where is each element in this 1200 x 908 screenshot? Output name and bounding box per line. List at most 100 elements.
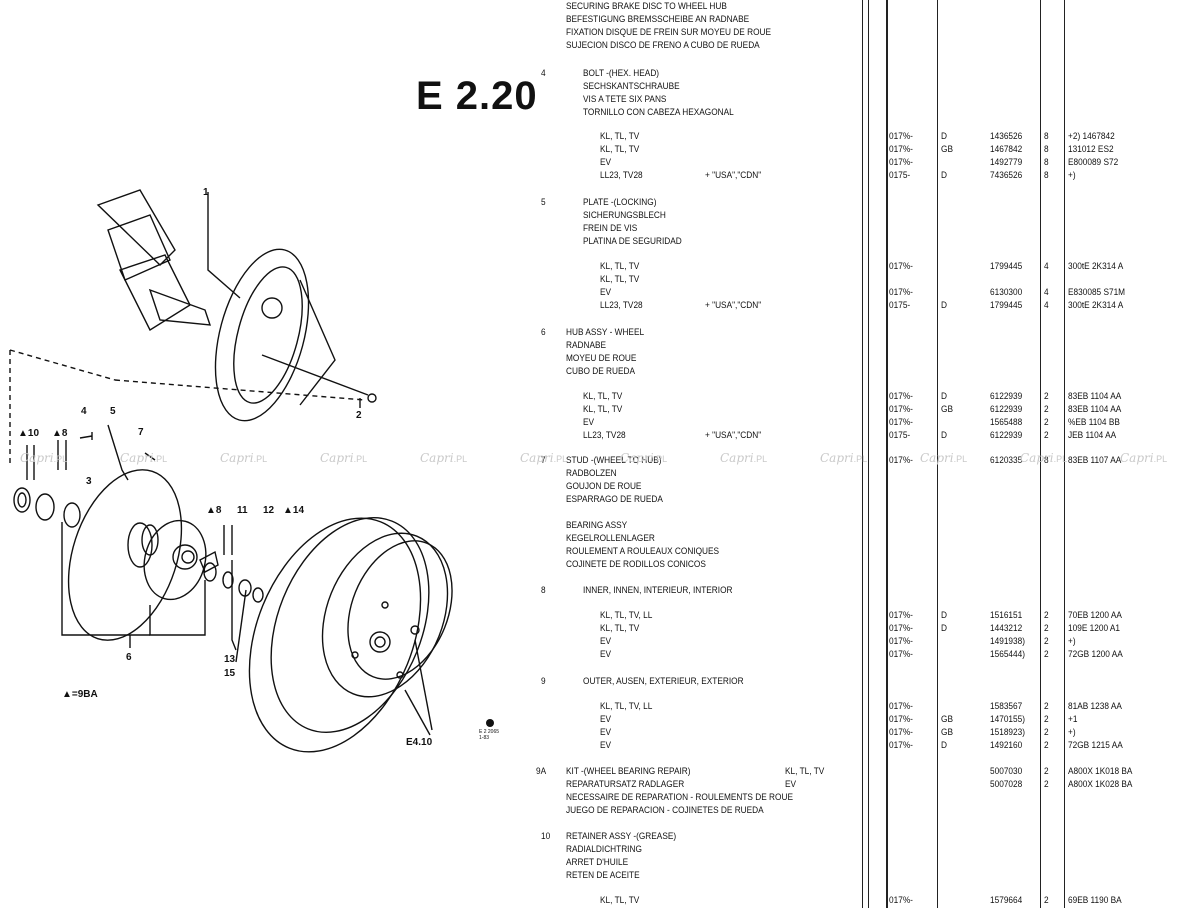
- item-number: 7: [541, 455, 546, 465]
- callout-4: 4: [81, 406, 87, 417]
- column-rule: [937, 0, 938, 908]
- production-date: 017%-: [889, 455, 913, 465]
- reference-number: 109E 1200 A1: [1068, 623, 1121, 633]
- item-number: 6: [541, 327, 546, 337]
- watermark-brand: Capri: [420, 451, 454, 465]
- watermark-brand: Capri: [1020, 451, 1054, 465]
- watermark: Capri.PL: [920, 451, 967, 465]
- model-applicability: KL, TL, TV: [583, 391, 623, 401]
- watermark-suffix: .PL: [253, 454, 268, 464]
- part-description: SICHERUNGSBLECH: [583, 210, 666, 220]
- reference-number: 300tE 2K314 A: [1068, 261, 1124, 271]
- model-applicability: EV: [600, 727, 612, 737]
- part-description: CUBO DE RUEDA: [566, 366, 636, 376]
- watermark-suffix: .PL: [653, 454, 668, 464]
- part-number: 1583567: [990, 701, 1023, 711]
- callout-12: 12: [263, 505, 275, 516]
- production-date: 017%-: [889, 287, 913, 297]
- part-description: NECESSAIRE DE REPARATION - ROULEMENTS DE…: [566, 792, 793, 802]
- exploded-view-diagram: 1 2 3 4 5 6 7 ▲8 ▲10 ▲8 11 12 ▲14 13 15 …: [9, 187, 494, 753]
- part-description: ESPARRAGO DE RUEDA: [566, 494, 663, 504]
- item-number: 9: [541, 676, 546, 686]
- callout-1: 1: [203, 187, 209, 198]
- part-description: ROULEMENT A ROULEAUX CONIQUES: [566, 546, 720, 556]
- model-applicability: LL23, TV28: [600, 170, 643, 180]
- part-number: 6120335: [990, 455, 1023, 465]
- part-description: STUD -(WHEEL TO HUB): [566, 455, 662, 465]
- quantity: 2: [1044, 895, 1049, 905]
- part-number: 5007030: [990, 766, 1023, 776]
- part-description: REPARATURSATZ RADLAGER: [566, 779, 685, 789]
- quantity: 2: [1044, 649, 1049, 659]
- quantity: 2: [1044, 636, 1049, 646]
- part-number: 1565488: [990, 417, 1023, 427]
- production-date: 0175-: [889, 300, 911, 310]
- reference-number: 72GB 1215 AA: [1068, 740, 1123, 750]
- reference-number: +): [1068, 636, 1076, 646]
- watermark: Capri.PL: [820, 451, 867, 465]
- reference-number: A800X 1K018 BA: [1068, 766, 1133, 776]
- callout-6: 6: [126, 652, 132, 663]
- production-date: 017%-: [889, 404, 913, 414]
- region-code: GB: [941, 714, 953, 724]
- figure-legend: ▲=9BA: [62, 689, 98, 700]
- reference-number: +1: [1068, 714, 1078, 724]
- watermark-suffix: .PL: [953, 454, 968, 464]
- part-number: 1579664: [990, 895, 1023, 905]
- part-description: PLATINA DE SEGURIDAD: [583, 236, 682, 246]
- model-applicability: LL23, TV28: [583, 430, 626, 440]
- part-number: 1443212: [990, 623, 1023, 633]
- part-number: 7436526: [990, 170, 1023, 180]
- quantity: 8: [1044, 170, 1049, 180]
- production-date: 017%-: [889, 144, 913, 154]
- watermark-suffix: .PL: [1053, 454, 1068, 464]
- part-description: VIS A TETE SIX PANS: [583, 94, 667, 104]
- part-description: INNER, INNEN, INTERIEUR, INTERIOR: [583, 585, 733, 595]
- watermark-brand: Capri: [520, 451, 554, 465]
- quantity: 2: [1044, 391, 1049, 401]
- figure-code-line: 1-83: [479, 735, 490, 741]
- quantity: 4: [1044, 261, 1049, 271]
- part-description: BEARING ASSY: [566, 520, 628, 530]
- item-number: 8: [541, 585, 546, 595]
- watermark-brand: Capri: [20, 451, 54, 465]
- item-number: 10: [541, 831, 551, 841]
- quantity: 8: [1044, 455, 1049, 465]
- part-number: 6122939: [990, 391, 1023, 401]
- model-applicability: KL, TL, TV, LL: [600, 610, 653, 620]
- part-number: 1799445: [990, 300, 1023, 310]
- callout-15: 15: [224, 668, 236, 679]
- reference-number: 81AB 1238 AA: [1068, 701, 1122, 711]
- model-applicability: EV: [600, 636, 612, 646]
- section-heading: FIXATION DISQUE DE FREIN SUR MOYEU DE RO…: [566, 27, 772, 37]
- production-date: 017%-: [889, 636, 913, 646]
- watermark-brand: Capri: [620, 451, 654, 465]
- item-number: 9A: [536, 766, 547, 776]
- quantity: 2: [1044, 714, 1049, 724]
- watermark: Capri.PL: [620, 451, 667, 465]
- part-description: MOYEU DE ROUE: [566, 353, 637, 363]
- quantity: 8: [1044, 157, 1049, 167]
- part-description: RETAINER ASSY -(GREASE): [566, 831, 677, 841]
- region-code: D: [941, 430, 947, 440]
- model-applicability: KL, TL, TV: [583, 404, 623, 414]
- region-code: D: [941, 610, 947, 620]
- watermark-suffix: .PL: [753, 454, 768, 464]
- callout-11: 11: [237, 505, 248, 516]
- figure-code: E 2 2065 1-83: [479, 729, 499, 741]
- column-rule: [1064, 0, 1065, 908]
- quantity: 2: [1044, 430, 1049, 440]
- part-number: 1470155): [990, 714, 1026, 724]
- callout-2: 2: [356, 410, 362, 421]
- item-number: 4: [541, 68, 546, 78]
- reference-number: E800089 S72: [1068, 157, 1119, 167]
- quantity: 8: [1044, 131, 1049, 141]
- model-applicability: EV: [785, 779, 797, 789]
- model-applicability: EV: [600, 287, 612, 297]
- region-code: GB: [941, 404, 953, 414]
- part-number: 6122939: [990, 430, 1023, 440]
- reference-number: E830085 S71M: [1068, 287, 1126, 297]
- watermark: Capri.PL: [720, 451, 767, 465]
- watermark-suffix: .PL: [553, 454, 568, 464]
